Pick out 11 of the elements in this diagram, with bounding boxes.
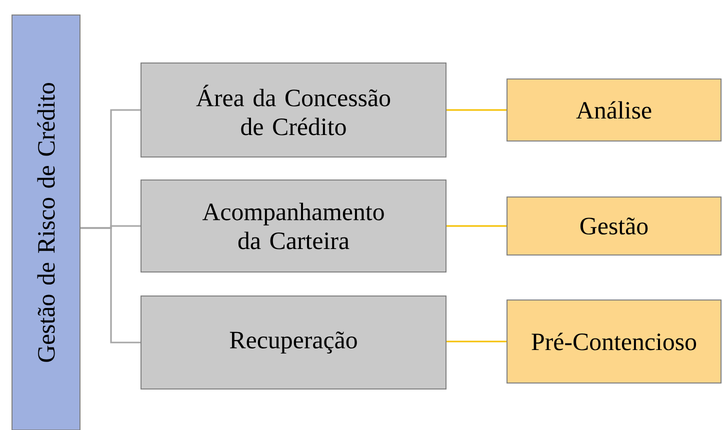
connector-line [446, 340, 506, 342]
process-box: Pré-Contencioso [506, 300, 722, 384]
connector-line [446, 225, 506, 227]
process-box: Gestão [506, 196, 722, 256]
process-box: Acompanhamento da Carteira [140, 180, 446, 272]
connector-line [80, 227, 140, 344]
category-bar: Gestão de Risco de Crédito [12, 14, 80, 430]
process-box: Área da Concessão de Crédito [140, 62, 446, 158]
process-box: Análise [506, 78, 722, 142]
connector-line [446, 109, 506, 111]
process-box: Recuperação [140, 296, 446, 390]
